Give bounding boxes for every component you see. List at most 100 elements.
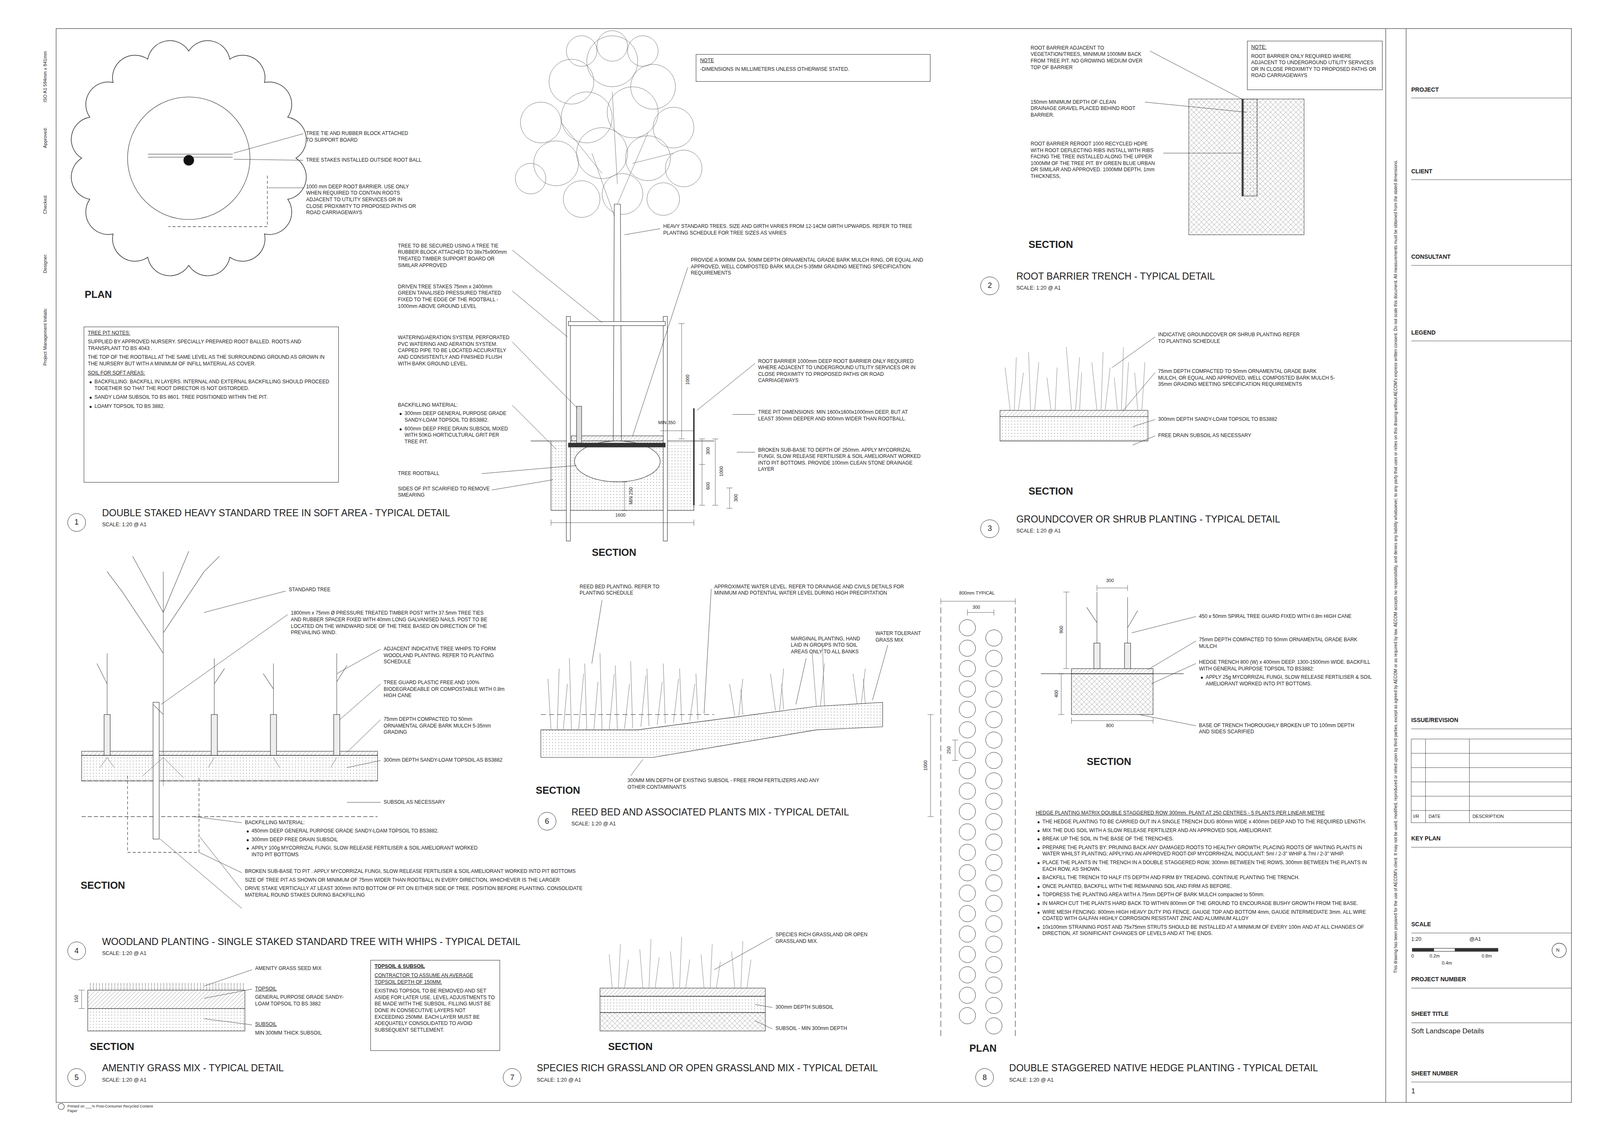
note-heading: TOPSOIL [255, 985, 358, 993]
margin-field: ISO A1 594mm x 841mm [42, 35, 48, 118]
callout-text: TREE ROOTBALL [397, 470, 480, 478]
dimension: 600 [705, 482, 711, 490]
scale-note: SCALE: 1:20 @ A1 [102, 1076, 147, 1084]
dimension: N [1556, 947, 1560, 953]
dimension: 300 [705, 447, 711, 455]
callout-text: EXISTING TOPSOIL TO BE REMOVED AND SET A… [374, 987, 496, 1034]
bullet-note: WIRE MESH FENCING: 800mm HIGH HEAVY DUTY… [1035, 909, 1370, 923]
scale-note: SCALE: 1:20 @ A1 [1009, 1076, 1054, 1084]
callout-text: AMENITY GRASS SEED MIX [255, 965, 358, 973]
dimension: 300 [972, 604, 980, 610]
dimension: 800 [1106, 722, 1114, 729]
margin-field: Project Management Initials: [42, 280, 48, 393]
callout-text: SPECIES RICH GRASSLAND OR OPEN GRASSLAND… [775, 931, 888, 945]
callout-text: PROVIDE A 900MM DIA. 50MM DEPTH ORNAMENT… [690, 257, 931, 277]
title-block-heading: LEGEND [1411, 328, 1436, 337]
note-heading: NOTE: [1251, 44, 1379, 51]
callout-number: 4 [74, 946, 79, 956]
detail-title: REED BED AND ASSOCIATED PLANTS MIX - TYP… [571, 806, 849, 819]
callout-text: ROOT BARRIER 1000mm DEEP ROOT BARRIER ON… [758, 358, 922, 385]
callout-text: BACKFILLING MATERIAL: [245, 819, 398, 827]
bullet-note: 450mm DEEP GENERAL PURPOSE GRADE SANDY-L… [245, 827, 487, 835]
callout-text: ADJACENT INDICATIVE TREE WHIPS TO FORM W… [383, 645, 522, 666]
view-label: SECTION [90, 1040, 135, 1053]
dimension: 900 [1058, 625, 1065, 634]
margin-field: Checked: [42, 183, 48, 225]
dimension: MIN 350 [658, 419, 676, 426]
callout-text: TREE TIE AND RUBBER BLOCK ATTACHED TO SU… [306, 130, 414, 144]
callout-circle: 7 [502, 1068, 522, 1087]
bullet-note: IN MARCH CUT THE PLANTS HARD BACK TO WIT… [1035, 900, 1370, 908]
bullet-note: ONCE PLANTED, BACKFILL WITH THE REMAININ… [1035, 883, 1370, 890]
view-label: PLAN [84, 287, 112, 301]
callout-text: 300MM MIN DEPTH OF EXISTING SUBSOIL - FR… [627, 777, 832, 791]
callout-text: SUBSOIL AS NECESSARY [383, 799, 507, 806]
title-block-heading: PROJECT [1411, 85, 1439, 94]
note-heading: HEDGE PLANTING MATRIX DOUBLE STAGGERED R… [1035, 810, 1363, 817]
view-label: SECTION [591, 545, 637, 559]
dimension: 1000 [684, 374, 691, 385]
title-block-heading: ISSUE/REVISION [1411, 716, 1459, 724]
bullet-note: 600mm DEEP FREE DRAIN SUBSOIL MIXED WITH… [397, 425, 512, 446]
detail-title: WOODLAND PLANTING - SINGLE STAKED STANDA… [102, 935, 521, 949]
callout-number: 3 [987, 524, 993, 533]
callout-text: BACKFILLING MATERIAL: [397, 402, 510, 409]
view-label: SECTION [1028, 484, 1074, 498]
detail-title: DOUBLE STAGGERED NATIVE HEDGE PLANTING -… [1009, 1062, 1318, 1075]
bullet-note: 10x100mm STRAINING POST AND 75x75mm STRU… [1035, 924, 1370, 938]
callout-text: 450 x 50mm SPIRAL TREE GUARD FIXED WITH … [1199, 613, 1378, 620]
dimension: 1000 [718, 466, 725, 477]
dimension: 0.8m [1481, 952, 1492, 959]
note-heading: TREE PIT NOTES: [87, 330, 335, 337]
callout-text: 300mm DEPTH SANDY-LOAM TOPSOIL TO BS3882 [1158, 416, 1332, 423]
callout-text: 1000 mm DEEP ROOT BARRIER. USE ONLY WHEN… [306, 183, 419, 217]
callout-text: STANDARD TREE [288, 586, 371, 594]
title-block-heading: PROJECT NUMBER [1411, 975, 1466, 983]
bullet-note: 300mm DEEP FREE DRAIN SUBSOIL [245, 836, 487, 844]
callout-number: 7 [510, 1073, 515, 1083]
callout-text: FREE DRAIN SUBSOIL AS NECESSARY [1158, 432, 1332, 440]
scale-note: SCALE: 1:20 @ A1 [1016, 527, 1061, 535]
callout-text: DRIVEN TREE STAKES 75mm x 2400mm GREEN T… [397, 283, 510, 310]
callout-number: 5 [74, 1073, 79, 1083]
callout-text: 75mm DEPTH COMPACTED TO 50mm ORNAMENTAL … [1199, 636, 1368, 650]
scale-note: SCALE: 1:20 @ A1 [536, 1076, 582, 1084]
callout-text: BASE OF TRENCH THOROUGHLY BROKEN UP TO 1… [1199, 722, 1358, 736]
callout-text: INDICATIVE GROUNDCOVER OR SHRUB PLANTING… [1158, 331, 1302, 345]
detail-title: DOUBLE STAKED HEAVY STANDARD TREE IN SOF… [102, 507, 450, 520]
callout-text: HEDGE TRENCH 800 (W) x 400mm DEEP. 1300-… [1199, 659, 1378, 673]
bullet-note: APPLY 100g MYCORRIZAL FUNGI, SLOW RELEAS… [245, 845, 487, 858]
note-box: TREE PIT NOTES:SUPPLIED BY APPROVED NURS… [83, 326, 339, 483]
bullet-note: BACKFILLING: BACKFILL IN LAYERS. INTERNA… [87, 378, 335, 392]
bullet-note: BREAK UP THE SOIL IN THE BASE OF THE TRE… [1035, 835, 1370, 843]
callout-circle: 5 [67, 1068, 86, 1087]
callout-text: -DIMENSIONS IN MILLIMETERS UNLESS OTHERW… [700, 66, 927, 73]
callout-text: ROOT BARRIER ADJACENT TO VEGETATION/TREE… [1030, 45, 1148, 71]
dimension: 1000 [922, 760, 929, 770]
dimension: MIN 250 [627, 487, 634, 505]
title-block-heading: SHEET NUMBER [1411, 1069, 1458, 1078]
callout-text: WATERING/AERATION SYSTEM, PERFORATED PVC… [397, 334, 510, 368]
bullet-note: PREPARE THE PLANTS BY: PRUNING BACK ANY … [1035, 844, 1370, 858]
bullet-note: PLACE THE PLANTS IN THE TRENCH IN A DOUB… [1035, 859, 1370, 873]
title-block-heading: CLIENT [1411, 167, 1433, 175]
callout-text: REED BED PLANTING. REFER TO PLANTING SCH… [579, 583, 677, 597]
view-label: SECTION [608, 1040, 653, 1053]
dimension: 150 [73, 995, 80, 1003]
callout-text: 300mm DEPTH SUBSOIL [775, 1004, 888, 1011]
scale-note: 1:20 [1411, 935, 1422, 943]
view-label: SECTION [1028, 237, 1074, 251]
dimension: 250 [945, 746, 952, 754]
dimension: 0.4m [1441, 960, 1452, 966]
dimension: 300 [732, 494, 739, 502]
callout-text: MIN 300MM THICK SUBSOIL [255, 1030, 358, 1037]
callout-text: THE TOP OF THE ROOTBALL AT THE SAME LEVE… [87, 354, 335, 368]
detail-title: GROUNDCOVER OR SHRUB PLANTING - TYPICAL … [1016, 513, 1280, 526]
title-block-heading: KEY PLAN [1411, 834, 1441, 843]
callout-text: HEAVY STANDARD TREES. SIZE AND GIRTH VAR… [663, 223, 934, 237]
sheet-value: Soft Landscape Details [1411, 1026, 1485, 1036]
callout-text: 300mm DEPTH SANDY-LOAM TOPSOIL AS BS3882 [383, 757, 558, 764]
scale-note: SCALE: 1:20 @ A1 [102, 521, 147, 528]
title-block-heading: SHEET TITLE [1411, 1010, 1449, 1018]
bullet-note: LOAMY TOPSOIL TO BS 3882. [87, 403, 335, 410]
